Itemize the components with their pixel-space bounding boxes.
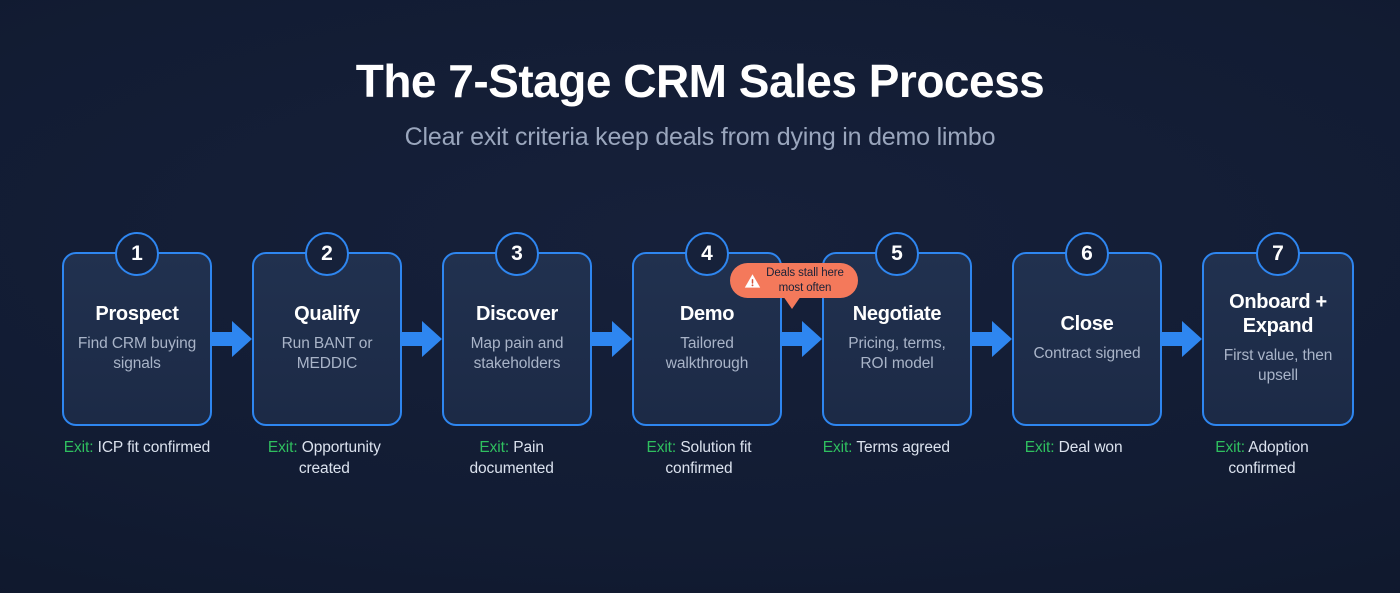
stage-description-3: Map pain and stakeholders (470, 334, 564, 372)
exit-criteria-5: Exit: Terms agreed (811, 438, 961, 459)
flow-arrow-1 (212, 252, 252, 426)
warning-callout-tail (783, 296, 801, 309)
stage-number-badge-5: 5 (875, 232, 919, 276)
exit-text-7: Adoption confirmed (1228, 439, 1309, 477)
exit-text-3: Pain documented (469, 439, 554, 477)
warning-callout-line1: Deals stall here (766, 267, 844, 280)
exit-criteria-7: Exit: Adoption confirmed (1186, 438, 1338, 479)
exit-criteria-2: Exit: Opportunity created (249, 438, 399, 479)
exit-text-1: ICP fit confirmed (97, 439, 211, 456)
warning-callout-line2: most often (778, 281, 832, 294)
right-arrow-icon (1162, 321, 1202, 357)
right-arrow-icon (402, 321, 442, 357)
stage-number-badge-1: 1 (115, 232, 159, 276)
page-subtitle: Clear exit criteria keep deals from dyin… (404, 123, 996, 151)
stage-name-2: Qualify (294, 303, 360, 326)
stage-card-7[interactable]: 7 Onboard + Expand First value, then ups… (1202, 232, 1354, 426)
exit-label-7: Exit: (1215, 439, 1249, 456)
stage-name-5: Negotiate (852, 303, 942, 326)
right-arrow-icon (592, 321, 632, 357)
stage-name-6: Close (1060, 313, 1114, 336)
exit-text-6: Deal won (1058, 439, 1123, 456)
warning-callout-text: Deals stall here most often (766, 266, 844, 295)
stage-description-1: Find CRM buying signals (77, 334, 197, 372)
exit-label-5: Exit: (822, 439, 857, 456)
stage-description-5: Pricing, terms, ROI model (848, 334, 946, 372)
stage-name-1: Prospect (95, 303, 179, 326)
page-title: The 7-Stage CRM Sales Process (355, 55, 1045, 107)
process-flow: 1 Prospect Find CRM buying signals 2 Qua… (62, 232, 1354, 426)
exit-criteria-row: Exit: ICP fit confirmed Exit: Opportunit… (62, 438, 1338, 498)
stage-number-badge-4: 4 (685, 232, 729, 276)
right-arrow-icon (212, 321, 252, 357)
stage-card-3[interactable]: 3 Discover Map pain and stakeholders (442, 232, 592, 426)
stage-card-1[interactable]: 1 Prospect Find CRM buying signals (62, 232, 212, 426)
stage-description-6: Contract signed (1033, 344, 1141, 362)
stage-number-badge-3: 3 (495, 232, 539, 276)
flow-arrow-2 (402, 252, 442, 426)
stage-description-4: Tailored walkthrough (665, 334, 749, 372)
stage-name-3: Discover (475, 303, 559, 326)
flow-arrow-6 (1162, 252, 1202, 426)
stage-number-badge-2: 2 (305, 232, 349, 276)
exit-text-4: Solution fit confirmed (665, 439, 752, 477)
exit-criteria-6: Exit: Deal won (999, 438, 1149, 459)
warning-callout-badge[interactable]: Deals stall here most often (730, 263, 858, 309)
exit-text-5: Terms agreed (856, 439, 950, 456)
stage-description-2: Run BANT or MEDDIC (281, 334, 373, 372)
exit-label-1: Exit: (63, 439, 98, 456)
exit-criteria-1: Exit: ICP fit confirmed (62, 438, 212, 459)
exit-label-4: Exit: (646, 439, 681, 456)
stage-name-4: Demo (679, 303, 735, 326)
stage-card-2[interactable]: 2 Qualify Run BANT or MEDDIC (252, 232, 402, 426)
stage-number-badge-7: 7 (1256, 232, 1300, 276)
exit-criteria-4: Exit: Solution fit confirmed (624, 438, 774, 479)
exit-label-6: Exit: (1024, 439, 1059, 456)
exit-label-3: Exit: (479, 439, 514, 456)
stage-name-7: Onboard + Expand (1229, 290, 1327, 338)
exit-label-2: Exit: (267, 439, 302, 456)
stage-description-7: First value, then upsell (1223, 346, 1333, 384)
right-arrow-icon (782, 321, 822, 357)
right-arrow-icon (972, 321, 1012, 357)
flow-arrow-3 (592, 252, 632, 426)
exit-criteria-3: Exit: Pain documented (437, 438, 587, 479)
flow-arrow-5 (972, 252, 1012, 426)
exit-text-2: Opportunity created (298, 439, 381, 477)
stage-card-6[interactable]: 6 Close Contract signed (1012, 232, 1162, 426)
flow-arrow-4 (782, 252, 822, 426)
stage-number-badge-6: 6 (1065, 232, 1109, 276)
warning-triangle-icon (744, 273, 761, 288)
header: The 7-Stage CRM Sales Process Clear exit… (0, 58, 1400, 152)
